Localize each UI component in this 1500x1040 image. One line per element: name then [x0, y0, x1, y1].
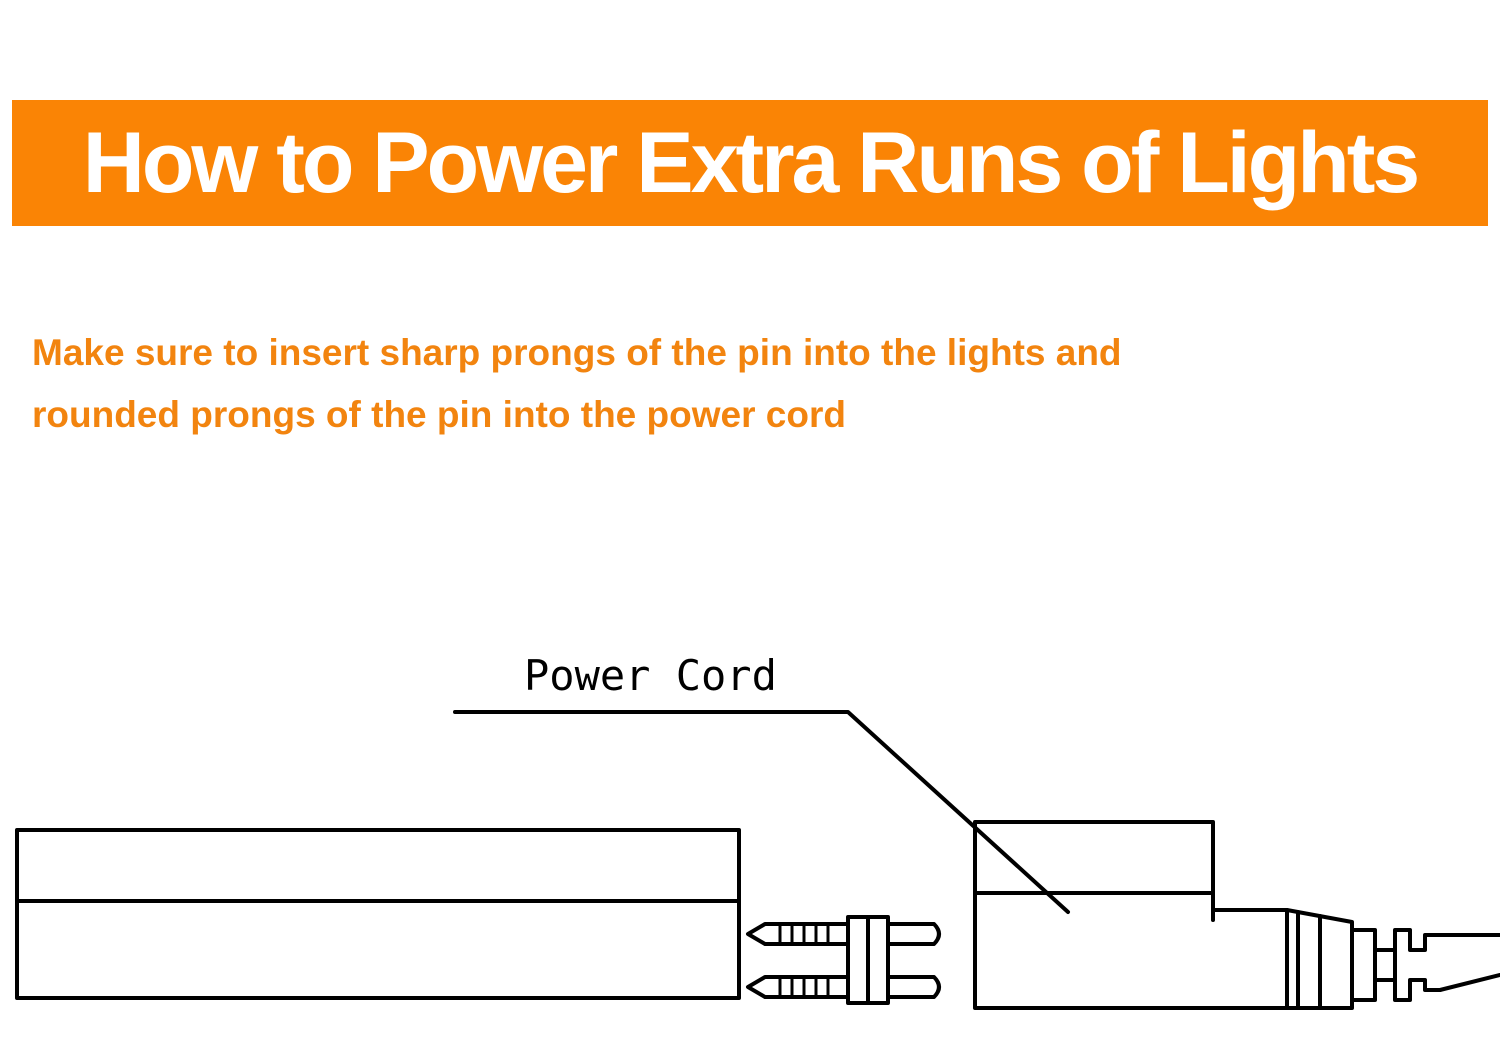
power-cable: [1350, 928, 1500, 1002]
instruction-line-1: Make sure to insert sharp prongs of the …: [32, 332, 1122, 373]
callout-leader-line: [453, 710, 1070, 914]
rounded-prong-top: [886, 922, 941, 946]
sharp-prong-bottom: [746, 975, 850, 999]
page-title: How to Power Extra Runs of Lights: [82, 114, 1420, 211]
connector-pin: [746, 915, 941, 1005]
instruction-text: Make sure to insert sharp prongs of the …: [32, 322, 1432, 446]
power-cord-connector: [973, 820, 1354, 1010]
sharp-prong-top: [746, 922, 850, 946]
pin-hub: [846, 915, 870, 1005]
title-banner: How to Power Extra Runs of Lights: [12, 100, 1488, 226]
rounded-prong-bottom: [886, 975, 941, 999]
power-cord-label: Power Cord: [524, 651, 777, 700]
light-strip: [15, 828, 741, 1000]
instruction-line-2: rounded prongs of the pin into the power…: [32, 394, 846, 435]
